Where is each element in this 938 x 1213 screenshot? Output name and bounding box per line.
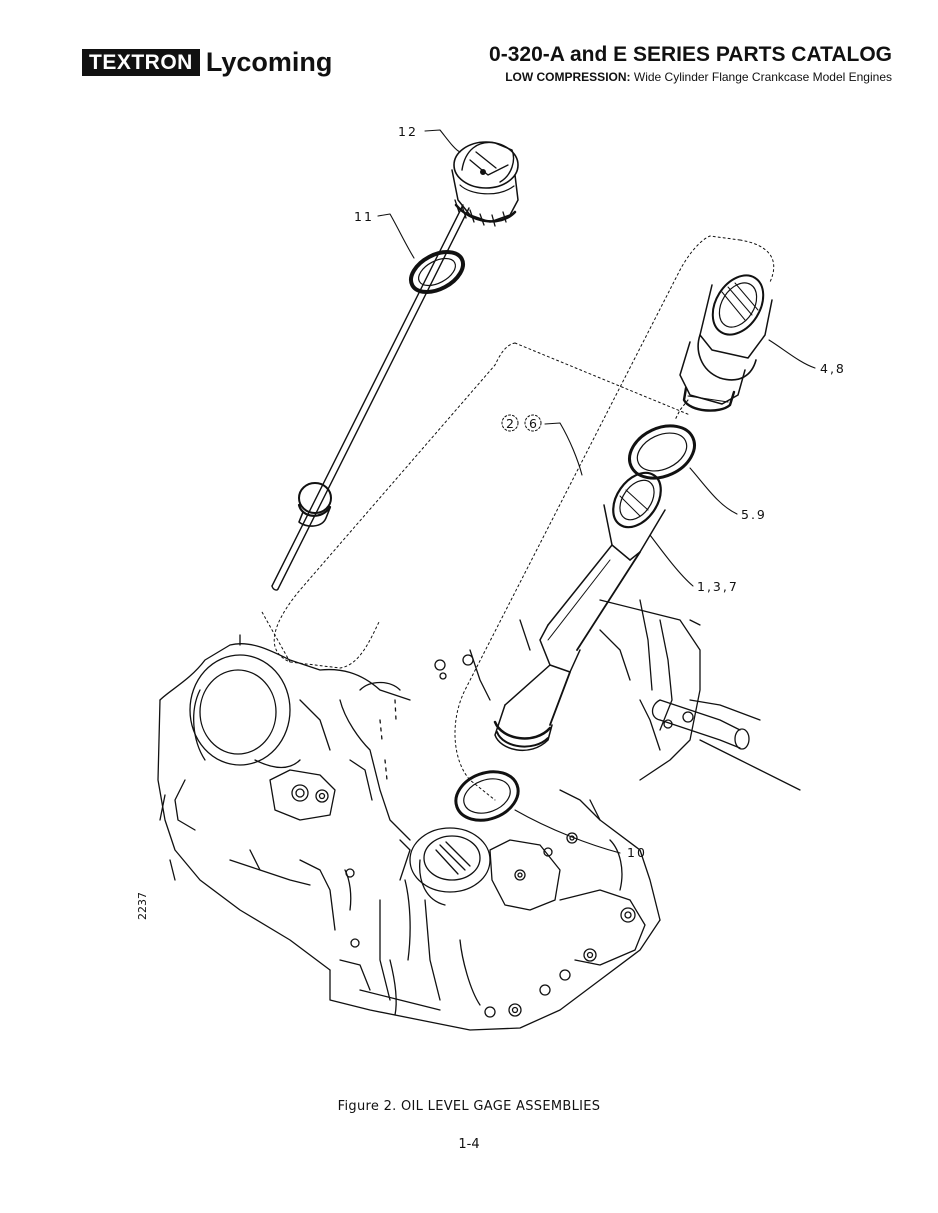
gage-tube-assembly bbox=[454, 274, 773, 822]
page-number: 1-4 bbox=[458, 1137, 480, 1152]
callout-10: 10 bbox=[627, 845, 647, 860]
lycoming-wordmark: Lycoming bbox=[205, 47, 333, 77]
assembly-grouping-lines bbox=[261, 235, 775, 801]
dipstick-assembly bbox=[271, 141, 519, 591]
textron-lycoming-logo: TEXTRON Lycoming bbox=[82, 46, 332, 78]
catalog-title: 0-320-A and E SERIES PARTS CATALOG bbox=[489, 43, 892, 66]
crankcase-illustration bbox=[157, 599, 801, 1031]
catalog-subtitle: LOW COMPRESSION: Wide Cylinder Flange Cr… bbox=[489, 70, 892, 85]
callout-6: 6 bbox=[529, 416, 539, 431]
circled-callout-2-6 bbox=[501, 414, 542, 432]
figure-caption: Figure 2. OIL LEVEL GAGE ASSEMBLIES bbox=[337, 1099, 601, 1114]
catalog-title-block: 0-320-A and E SERIES PARTS CATALOG LOW C… bbox=[489, 42, 892, 85]
callout-1-3-7: 1,3,7 bbox=[697, 579, 739, 594]
subtitle-bold: LOW COMPRESSION: bbox=[505, 70, 631, 84]
callout-2: 2 bbox=[506, 416, 516, 431]
subtitle-rest: Wide Cylinder Flange Crankcase Model Eng… bbox=[630, 70, 892, 84]
callout-11: 11 bbox=[354, 209, 374, 224]
callout-5-9: 5.9 bbox=[741, 507, 767, 522]
callout-12: 12 bbox=[398, 124, 418, 139]
callout-leaders bbox=[377, 129, 816, 854]
callout-4-8: 4,8 bbox=[820, 361, 846, 376]
drawing-reference-number: 2237 bbox=[136, 892, 149, 920]
textron-logo-box: TEXTRON bbox=[82, 48, 200, 76]
